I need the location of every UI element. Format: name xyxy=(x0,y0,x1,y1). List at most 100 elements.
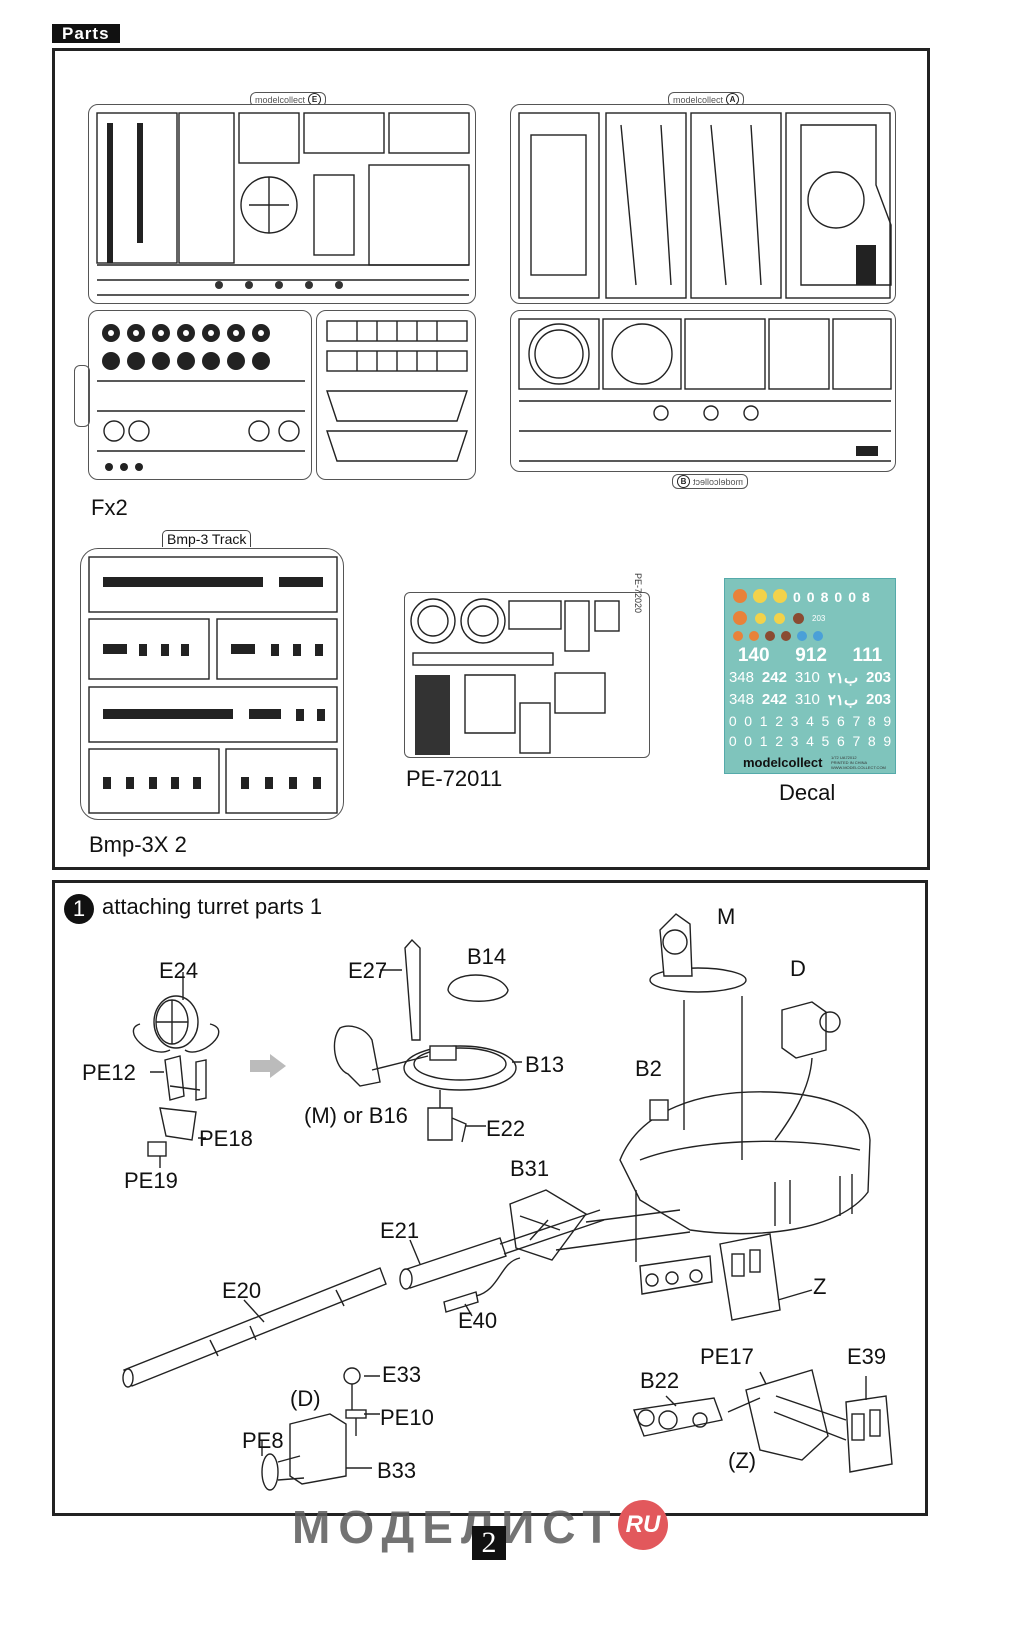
decal-emblem xyxy=(749,631,759,641)
part-label-pe10: PE10 xyxy=(380,1405,434,1430)
decal-number: ۲۱ب xyxy=(827,692,859,709)
decal-digit: 3 xyxy=(790,733,799,749)
decal-number: 348 xyxy=(728,691,754,708)
next-step-arrow-icon xyxy=(250,1054,286,1078)
decal-digit: 8 xyxy=(867,733,876,749)
decal-digit: 0 xyxy=(806,589,815,605)
decal-fine-print-line: WWW.MODELCOLLECT.COM xyxy=(831,765,886,770)
track-sprue-title: Bmp-3 Track xyxy=(162,530,252,547)
hatch-b13-drawing xyxy=(333,938,522,1143)
decal-caption: Decal xyxy=(779,780,836,805)
decal-row-big-numbers: 140 912 111 xyxy=(725,645,895,667)
part-label-b33: B33 xyxy=(377,1458,417,1483)
decal-digit: 8 xyxy=(867,713,876,729)
decal-brand-logo: modelcollect xyxy=(743,755,823,770)
part-label-d: D xyxy=(790,956,806,981)
decal-row-badges-2: 203 xyxy=(725,611,895,625)
sprue-a-drawing xyxy=(518,112,892,299)
decal-fine-print: 1/72 UA72012 PRINTED IN CHINA WWW.MODELC… xyxy=(831,755,886,770)
decal-emblem xyxy=(813,631,823,641)
decal-digit: 2 xyxy=(775,713,783,729)
fx2-label: Fx2 xyxy=(91,495,128,520)
step-number-badge: 1 xyxy=(64,894,94,924)
sprue-tag-a: modelcollect A xyxy=(668,92,745,107)
decal-emblem xyxy=(781,631,791,641)
decal-number: 242 xyxy=(761,669,787,686)
part-label-pe19: PE19 xyxy=(124,1168,178,1193)
sprue-b xyxy=(510,310,896,472)
decal-number: 140 xyxy=(737,645,770,666)
parts-frame xyxy=(52,48,930,870)
decal-digit: 2 xyxy=(775,733,783,749)
watermark-badge: RU xyxy=(618,1500,668,1550)
decal-number: 310 xyxy=(794,691,820,708)
decal-row-digits-2: 0 0 1 2 3 4 5 6 7 8 9 xyxy=(725,733,895,749)
part-label-b14: B14 xyxy=(467,944,507,969)
decal-emblem xyxy=(753,589,767,603)
sprue-e-upper xyxy=(88,104,476,304)
sprue-e-lower-drawing xyxy=(326,320,468,462)
gun-barrel-drawing xyxy=(122,1209,605,1388)
decal-digit: 6 xyxy=(837,713,845,729)
part-label-e33: E33 xyxy=(382,1362,422,1387)
sprue-tag-e: modelcollect E xyxy=(250,92,327,107)
part-label-e39: E39 xyxy=(847,1344,887,1369)
decal-number: 348 xyxy=(728,669,754,686)
sprue-f-wheels xyxy=(88,310,312,480)
decal-sheet: 0 0 8 0 0 8 203 140 912 111 348 242 310 … xyxy=(724,578,896,774)
sprue-b-drawing xyxy=(518,318,892,462)
decal-number: 203 xyxy=(865,691,892,708)
decal-digit: 0 xyxy=(793,589,801,605)
decal-number: ۲۱ب xyxy=(827,670,859,687)
decal-row-outline-2: 348 242 310 ۲۱ب 203 xyxy=(725,691,895,709)
part-label-e20: E20 xyxy=(222,1278,262,1303)
decal-fine-print-line: 1/72 UA72012 xyxy=(831,755,857,760)
part-label-e24: E24 xyxy=(159,958,199,983)
decal-number: 912 xyxy=(795,645,827,666)
decal-emblem xyxy=(797,631,807,641)
watermark-text: МОДЕЛИСТ- xyxy=(292,1501,642,1553)
decal-digit: 5 xyxy=(821,733,830,749)
decal-digit: 3 xyxy=(790,713,799,729)
part-label-m-or-b16: (M) or B16 xyxy=(304,1103,408,1128)
mantlet-b31-drawing xyxy=(509,1189,691,1261)
part-label-m: M xyxy=(717,904,736,929)
decal-small-number: 203 xyxy=(812,613,826,623)
mount-z-drawing xyxy=(639,1233,813,1321)
sprue-brand: modelcollect xyxy=(673,94,724,105)
decal-digit: 8 xyxy=(820,589,829,605)
part-label-z-sub: (Z) xyxy=(728,1448,757,1473)
sprue-tag-b: B modelcollect xyxy=(672,474,749,489)
part-label-pe17: PE17 xyxy=(700,1344,754,1369)
part-label-b22: B22 xyxy=(640,1368,680,1393)
sub-assembly-d-drawing xyxy=(261,1367,380,1491)
track-sprue-caption: Bmp-3X 2 xyxy=(89,832,187,857)
decal-number: 111 xyxy=(852,645,883,666)
decal-digit: 0 xyxy=(744,713,753,729)
sprue-letter: B xyxy=(677,475,690,488)
decal-digit: 9 xyxy=(883,713,892,729)
sprue-e-upper-drawing xyxy=(96,112,470,296)
decal-emblem xyxy=(765,631,775,641)
decal-number: 242 xyxy=(761,691,787,708)
part-label-pe12: PE12 xyxy=(82,1060,136,1085)
step-frame xyxy=(52,880,928,1516)
decal-row-badges-3 xyxy=(725,631,895,641)
part-label-e21: E21 xyxy=(380,1218,420,1243)
decal-emblem xyxy=(755,612,766,624)
sub-assembly-z-drawing xyxy=(633,1369,893,1473)
decal-digit: 0 xyxy=(834,589,843,605)
decal-number: 203 xyxy=(865,669,892,686)
decal-emblem xyxy=(733,589,747,603)
decal-emblem xyxy=(774,612,785,624)
decal-row-outline-1: 348 242 310 ۲۱ب 203 xyxy=(725,669,895,687)
part-label-z: Z xyxy=(813,1274,827,1299)
decal-digit: 7 xyxy=(852,733,861,749)
sprue-brand: modelcollect xyxy=(255,94,306,105)
step-title: attaching turret parts 1 xyxy=(102,894,323,919)
section-tag-parts: Parts xyxy=(52,24,120,43)
decal-digit: 6 xyxy=(837,733,845,749)
part-label-b13: B13 xyxy=(525,1052,565,1077)
sprue-tag-f xyxy=(74,365,90,427)
